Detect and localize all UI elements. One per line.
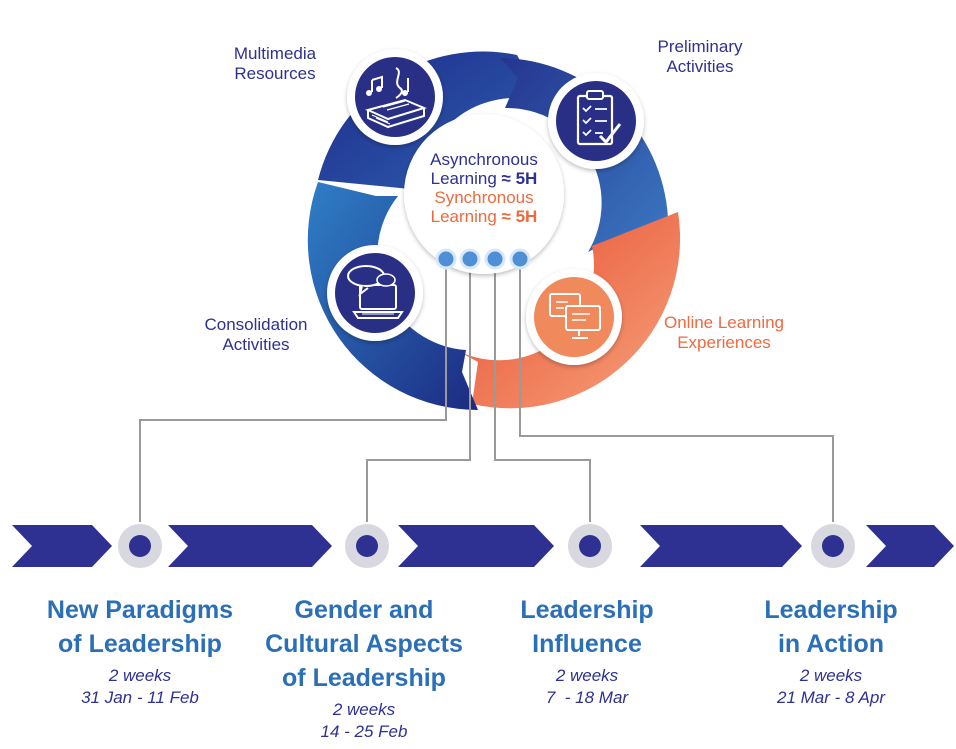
label-consolidation-activities: Consolidation Activities <box>186 315 326 355</box>
module-dates: 31 Jan - 11 Feb <box>81 688 199 707</box>
async-label: Learning <box>430 169 497 188</box>
module-title-line: Leadership <box>764 596 898 624</box>
module-duration: 2 weeks <box>108 666 172 685</box>
module-title-line: Influence <box>532 630 642 658</box>
module-duration: 2 weeks <box>799 666 863 685</box>
label-line: Consolidation <box>204 315 308 334</box>
module-gender-cultural: Gender and Cultural Aspects of Leadershi… <box>244 593 484 743</box>
module-title-line: Leadership <box>520 596 654 624</box>
module-dates: 14 - 25 Feb <box>320 722 408 741</box>
label-preliminary-activities: Preliminary Activities <box>630 37 770 77</box>
ring-segment-online <box>456 212 681 409</box>
module-title-line: New Paradigms <box>46 596 234 624</box>
ring-segment-consolidation <box>307 182 478 411</box>
label-line: Online Learning <box>663 313 785 332</box>
book-music-icon <box>347 49 443 145</box>
module-title-line: Gender and <box>294 596 434 624</box>
laptop-chat-icon <box>327 245 423 341</box>
module-leadership-in-action: Leadership in Action 2 weeks 21 Mar - 8 … <box>716 593 946 709</box>
sync-label: Learning <box>430 207 497 226</box>
ring-segment-preliminary <box>500 58 668 252</box>
connector-lines <box>139 262 834 522</box>
center-dots <box>435 248 531 270</box>
async-hours: ≈ 5H <box>501 169 538 188</box>
label-line: Activities <box>666 57 734 76</box>
label-line: Preliminary <box>657 37 743 56</box>
sync-hours: ≈ 5H <box>501 207 538 226</box>
async-line2: Learning ≈ 5H <box>404 169 564 188</box>
sync-line1: Synchronous <box>434 188 534 207</box>
label-line: Multimedia <box>233 44 317 63</box>
label-multimedia-resources: Multimedia Resources <box>210 44 340 84</box>
clipboard-checklist-icon <box>548 73 644 169</box>
module-new-paradigms: New Paradigms of Leadership 2 weeks 31 J… <box>20 593 260 709</box>
module-dates: 7 - 18 Mar <box>545 688 629 707</box>
timeline-chevrons <box>12 525 954 567</box>
module-title-line: of Leadership <box>58 630 222 658</box>
label-line: Activities <box>222 335 290 354</box>
module-title-line: Cultural Aspects <box>265 630 463 658</box>
timeline-milestones <box>118 524 855 568</box>
module-title-line: of Leadership <box>282 664 446 692</box>
center-text: Asynchronous Learning ≈ 5H Synchronous L… <box>404 150 564 226</box>
module-dates: 21 Mar - 8 Apr <box>776 688 886 707</box>
monitors-icon <box>526 269 622 365</box>
module-title-line: in Action <box>777 630 884 658</box>
module-duration: 2 weeks <box>555 666 619 685</box>
center-circle <box>404 114 564 274</box>
label-line: Resources <box>234 64 316 83</box>
module-duration: 2 weeks <box>332 700 396 719</box>
sync-line2: Learning ≈ 5H <box>404 207 564 226</box>
label-online-learning-experiences: Online Learning Experiences <box>644 313 804 353</box>
module-leadership-influence: Leadership Influence 2 weeks 7 - 18 Mar <box>472 593 702 709</box>
label-line: Experiences <box>677 333 771 352</box>
async-line1: Asynchronous <box>430 150 538 169</box>
